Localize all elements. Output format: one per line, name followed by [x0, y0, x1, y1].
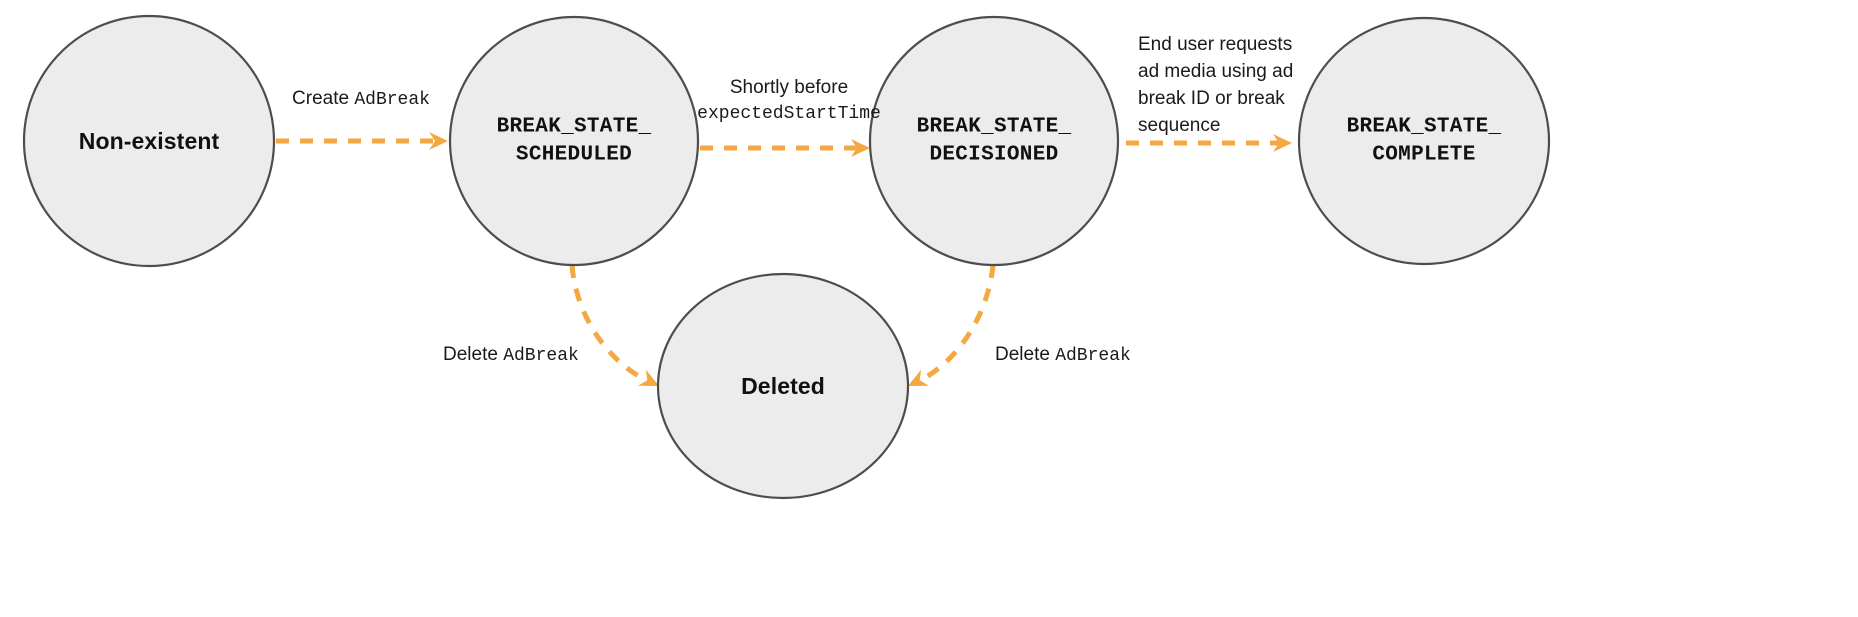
state-node-break-state-complete[interactable] [1297, 16, 1551, 266]
arrowhead-delete-adbreak-from-scheduled [637, 369, 659, 386]
nodes-layer [22, 14, 1551, 500]
arrowhead-end-user-requests-ad-media [1273, 134, 1292, 152]
state-node-break-state-decisioned[interactable] [868, 15, 1120, 267]
arrowhead-create-adbreak [429, 132, 448, 150]
edge-delete-adbreak-from-decisioned [917, 264, 996, 384]
state-node-break-state-scheduled[interactable] [448, 15, 700, 267]
arrowhead-delete-adbreak-from-decisioned [908, 369, 930, 386]
edges-layer [276, 132, 1292, 386]
state-node-non-existent[interactable] [22, 14, 276, 268]
arrowhead-shortly-before-expected-start-time [851, 139, 870, 157]
state-node-deleted[interactable] [656, 272, 910, 500]
edge-delete-adbreak-from-scheduled [569, 264, 650, 384]
